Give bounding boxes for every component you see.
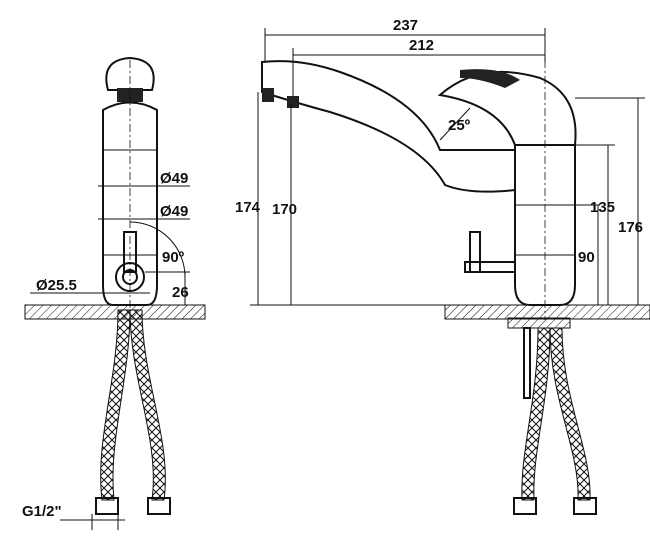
dim-diameter-upper: Ø49 bbox=[160, 170, 188, 187]
dim-diameter-base: Ø25.5 bbox=[36, 277, 77, 294]
hose-side-right bbox=[549, 327, 591, 501]
countertop-right bbox=[444, 304, 650, 320]
mounting-stud bbox=[523, 327, 531, 399]
dim-hose-thread: G1/2" bbox=[22, 503, 62, 520]
countertop-left bbox=[24, 304, 206, 320]
dim-width-total: 237 bbox=[393, 17, 418, 34]
dim-width-spout: 212 bbox=[409, 37, 434, 54]
dim-height-total: 176 bbox=[618, 219, 643, 236]
dim-height-lever: 90 bbox=[578, 249, 595, 266]
front-view: Ø49 Ø49 90º 26 Ø25.5 G1/2" bbox=[22, 56, 206, 530]
hose-nut-left bbox=[95, 497, 119, 515]
dim-diameter-lower: Ø49 bbox=[160, 203, 188, 220]
body-side bbox=[514, 144, 576, 306]
hose-right bbox=[129, 309, 166, 501]
side-view: 237 212 25º 174 170 135 176 90 bbox=[235, 17, 650, 515]
lever-head bbox=[105, 56, 155, 91]
spout bbox=[261, 60, 516, 193]
body-front bbox=[102, 101, 158, 306]
dim-height-spout-outlet: 170 bbox=[272, 201, 297, 218]
filter-lever bbox=[469, 231, 481, 273]
dim-lever-offset: 26 bbox=[172, 284, 189, 301]
dim-height-spout-top: 174 bbox=[235, 199, 261, 216]
hose-side-left bbox=[521, 327, 551, 501]
dim-spout-angle: 25º bbox=[448, 117, 471, 134]
hose-left bbox=[100, 309, 131, 501]
dim-height-body: 135 bbox=[590, 199, 615, 216]
hose-nut-right bbox=[147, 497, 171, 515]
dim-lever-angle: 90º bbox=[162, 249, 185, 266]
